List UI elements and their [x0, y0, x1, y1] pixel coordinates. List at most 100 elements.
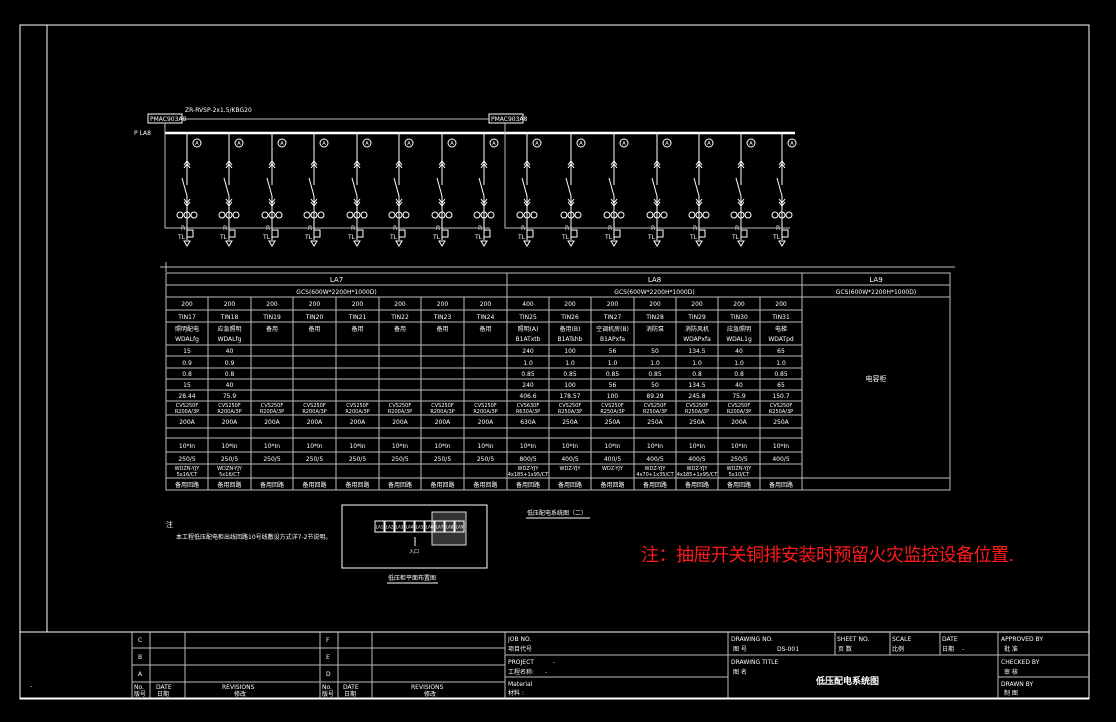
current-transformer-icon: [516, 211, 524, 219]
table-cell: 75.9: [732, 393, 746, 400]
table-cell: CVS250F: [601, 403, 624, 409]
current-transformer-icon: [560, 211, 568, 219]
table-cell: 4x70+1x35/CT: [636, 472, 674, 478]
checked-by-label: CHECKED BY: [1001, 659, 1040, 666]
ammeter-icon: [277, 138, 287, 148]
drawout-contact-icon: [523, 160, 531, 169]
table-cell: R200A/3P: [302, 409, 326, 415]
current-transformer-icon: [567, 211, 575, 219]
drawout-contact-icon: [225, 160, 233, 169]
tl-label: TL: [647, 234, 656, 241]
table-cell: CVS250F: [728, 403, 751, 409]
drawout-contact-icon: [653, 198, 661, 207]
cable-label: ZR-RVSP-2x1.5/KBG20: [185, 107, 252, 114]
current-transformer-icon: [317, 211, 325, 219]
job-no-label: JOB NO.: [507, 636, 531, 643]
tl-label: TL: [389, 234, 398, 241]
current-transformer-icon: [688, 211, 696, 219]
table-cell: B1ATshb: [558, 336, 583, 343]
current-transformer-icon: [268, 211, 276, 219]
table-cell: 400/5: [604, 456, 621, 463]
current-transformer-icon: [617, 211, 625, 219]
breaker-switch-icon: [393, 177, 400, 197]
table-cell: 15: [183, 348, 191, 355]
table-cell: 备用回路: [643, 481, 667, 489]
table-cell: 250/5: [221, 456, 238, 463]
ammeter-symbol: A: [665, 141, 669, 147]
cabinet-cell: [374, 520, 385, 533]
table-cell: TIN30: [729, 314, 748, 321]
table-cell: WDAPxfa: [683, 336, 711, 343]
date-label-2: DATE: [343, 684, 359, 691]
table-cell: 200A: [222, 419, 238, 426]
left-dash: -: [30, 683, 32, 690]
outer-frame: [19, 24, 1090, 700]
table-cell: WDZN-YJY: [175, 466, 201, 472]
current-transformer-icon: [360, 211, 368, 219]
revisions-label: REVISIONS: [222, 684, 255, 691]
table-cell: 0.85: [521, 371, 535, 378]
tl-label: TL: [262, 234, 271, 241]
table-cell: 备用回路: [685, 481, 709, 489]
ammeter-symbol: A: [237, 141, 241, 147]
cabinet-cell-label: LA5: [416, 525, 424, 530]
project-cn-value: -: [545, 669, 547, 676]
current-transformer-icon: [737, 211, 745, 219]
current-transformer-icon: [402, 211, 410, 219]
current-transformer-icon: [744, 211, 752, 219]
table-cell: 备用回路: [302, 481, 326, 489]
drawout-contact-icon: [523, 198, 531, 207]
cable-termination-icon: [737, 240, 745, 247]
table-cell: 100: [564, 382, 576, 389]
table-cell: 400/5: [646, 456, 663, 463]
table-cell: TIN18: [220, 314, 239, 321]
table-cell: CVS250F: [389, 403, 412, 409]
breaker-switch-icon: [693, 177, 700, 197]
drawout-contact-icon: [395, 160, 403, 169]
table-cell: 200: [480, 301, 492, 308]
table-cell: 56: [609, 382, 617, 389]
table-cell: 0.8: [692, 371, 702, 378]
rev-a: A: [138, 671, 143, 678]
table-cell: TIN31: [771, 314, 790, 321]
cabinet-cell: [384, 520, 395, 533]
breaker-switch-icon: [776, 177, 783, 197]
cabinet-cell-label: LA7: [436, 525, 444, 530]
rev-f: F: [326, 637, 330, 644]
table-cell: TIN21: [348, 314, 367, 321]
table-cell: TIN28: [645, 314, 664, 321]
ammeter-symbol: A: [579, 141, 583, 147]
breaker-switch-icon: [266, 177, 273, 197]
current-transformer-icon: [702, 211, 710, 219]
cable-termination-icon: [523, 240, 531, 247]
table-cell: R250A/3P: [643, 409, 667, 415]
table-cell: 10*In: [604, 443, 620, 450]
table-cell: 250/5: [477, 456, 494, 463]
table-cell: 备用回路: [175, 481, 199, 489]
table-cell: R630A/3P: [516, 409, 540, 415]
date-label: DATE: [156, 684, 172, 691]
table-cell: TIN26: [560, 314, 579, 321]
table-cell: 10*In: [731, 443, 747, 450]
cable-termination-icon: [225, 240, 233, 247]
table-cell: R200A/3P: [260, 409, 284, 415]
current-transformer-icon: [303, 211, 311, 219]
table-cell: 0.9: [225, 360, 235, 367]
table-cell: 备用回路: [430, 481, 454, 489]
table-cell: TIN27: [603, 314, 622, 321]
table-cell: 240: [522, 348, 534, 355]
table-cell: CVS250F: [644, 403, 667, 409]
tl-label: TL: [604, 234, 613, 241]
table-cell: 200A: [731, 419, 747, 426]
table-cell: WDAL1g: [726, 336, 752, 343]
relay-box: [314, 229, 321, 238]
table-cell: 100: [607, 393, 619, 400]
breaker-switch-icon: [608, 177, 615, 197]
table-cell: 400/5: [772, 456, 789, 463]
table-cell: 40: [226, 382, 234, 389]
drawout-contact-icon: [480, 198, 488, 207]
